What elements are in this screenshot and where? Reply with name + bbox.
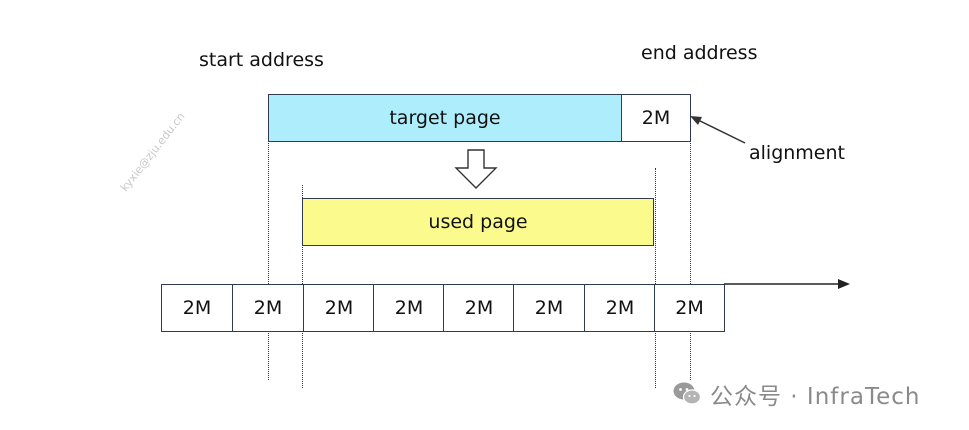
brand-watermark: 公众号 · InfraTech (672, 377, 920, 411)
used-page-box: used page (302, 198, 654, 246)
transform-down-arrow-icon (454, 149, 498, 189)
memory-block-label: 2M (534, 297, 564, 319)
memory-block-label: 2M (464, 297, 494, 319)
alignment-pointer-arrowhead-icon (690, 116, 702, 125)
end-address-guide-line (690, 94, 691, 380)
alignment-label: alignment (749, 142, 845, 164)
memory-block-label: 2M (394, 297, 424, 319)
address-axis-arrowhead-icon (838, 279, 850, 289)
diagonal-watermark: kyxie@zju.edu.cn (118, 110, 188, 195)
memory-block: 2M (513, 284, 584, 332)
alignment-pointer-line (693, 117, 746, 144)
start-address-label: start address (199, 49, 324, 71)
start-address-guide-line (268, 94, 269, 380)
memory-block: 2M (443, 284, 514, 332)
memory-block: 2M (584, 284, 655, 332)
brand-text: 公众号 · InfraTech (710, 384, 921, 410)
memory-block: 2M (232, 284, 303, 332)
memory-block-label: 2M (675, 297, 704, 319)
wechat-icon (673, 382, 702, 405)
alignment-2m-label: 2M (641, 107, 671, 129)
target-page-box: target page (268, 94, 622, 142)
memory-block: 2M (654, 284, 725, 332)
memory-block-label: 2M (324, 297, 354, 319)
memory-block: 2M (161, 284, 232, 332)
alignment-2m-box: 2M (621, 94, 691, 142)
used-end-guide-line (655, 168, 656, 388)
memory-block: 2M (303, 284, 374, 332)
target-page-label: target page (389, 107, 501, 129)
memory-block: 2M (373, 284, 444, 332)
end-address-label: end address (641, 42, 758, 64)
memory-block-label: 2M (605, 297, 635, 319)
memory-block-label: 2M (182, 297, 212, 319)
memory-block-label: 2M (253, 297, 283, 319)
used-page-label: used page (428, 211, 528, 233)
